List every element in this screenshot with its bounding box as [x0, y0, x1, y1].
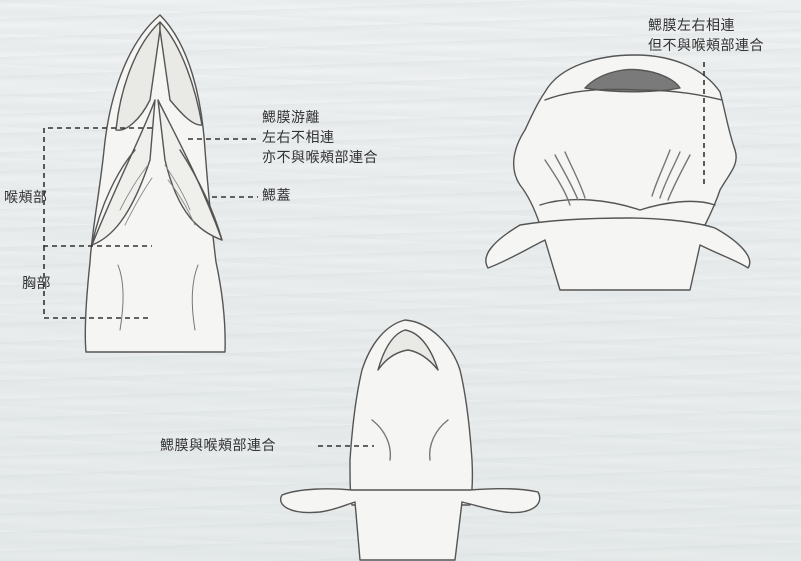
label-fused-membrane: 鰓膜與喉頰部連合: [160, 438, 276, 454]
fish-topright-joined-membrane: [485, 54, 751, 291]
label-joined-membrane-line1: 鰓膜左右相連: [648, 18, 735, 34]
label-joined-membrane-line2: 但不與喉頰部連合: [648, 38, 764, 54]
label-free-membrane-line1: 鰓膜游離: [262, 110, 320, 126]
fish-bottom-fused-membrane: [279, 319, 541, 561]
fish-left-free-membrane: [84, 14, 226, 353]
bracket-throat-cheek: [43, 127, 152, 247]
label-chest: 胸部: [22, 276, 51, 292]
label-free-membrane: 鰓膜游離 左右不相連 亦不與喉頰部連合: [262, 108, 378, 168]
label-free-membrane-line3: 亦不與喉頰部連合: [262, 150, 378, 166]
label-throat-cheek: 喉頰部: [4, 190, 48, 206]
label-joined-membrane: 鰓膜左右相連 但不與喉頰部連合: [648, 16, 764, 56]
label-operculum: 鰓蓋: [262, 188, 291, 204]
leader-lines: [43, 62, 705, 447]
label-free-membrane-line2: 左右不相連: [262, 130, 335, 146]
bracket-chest: [43, 246, 152, 319]
